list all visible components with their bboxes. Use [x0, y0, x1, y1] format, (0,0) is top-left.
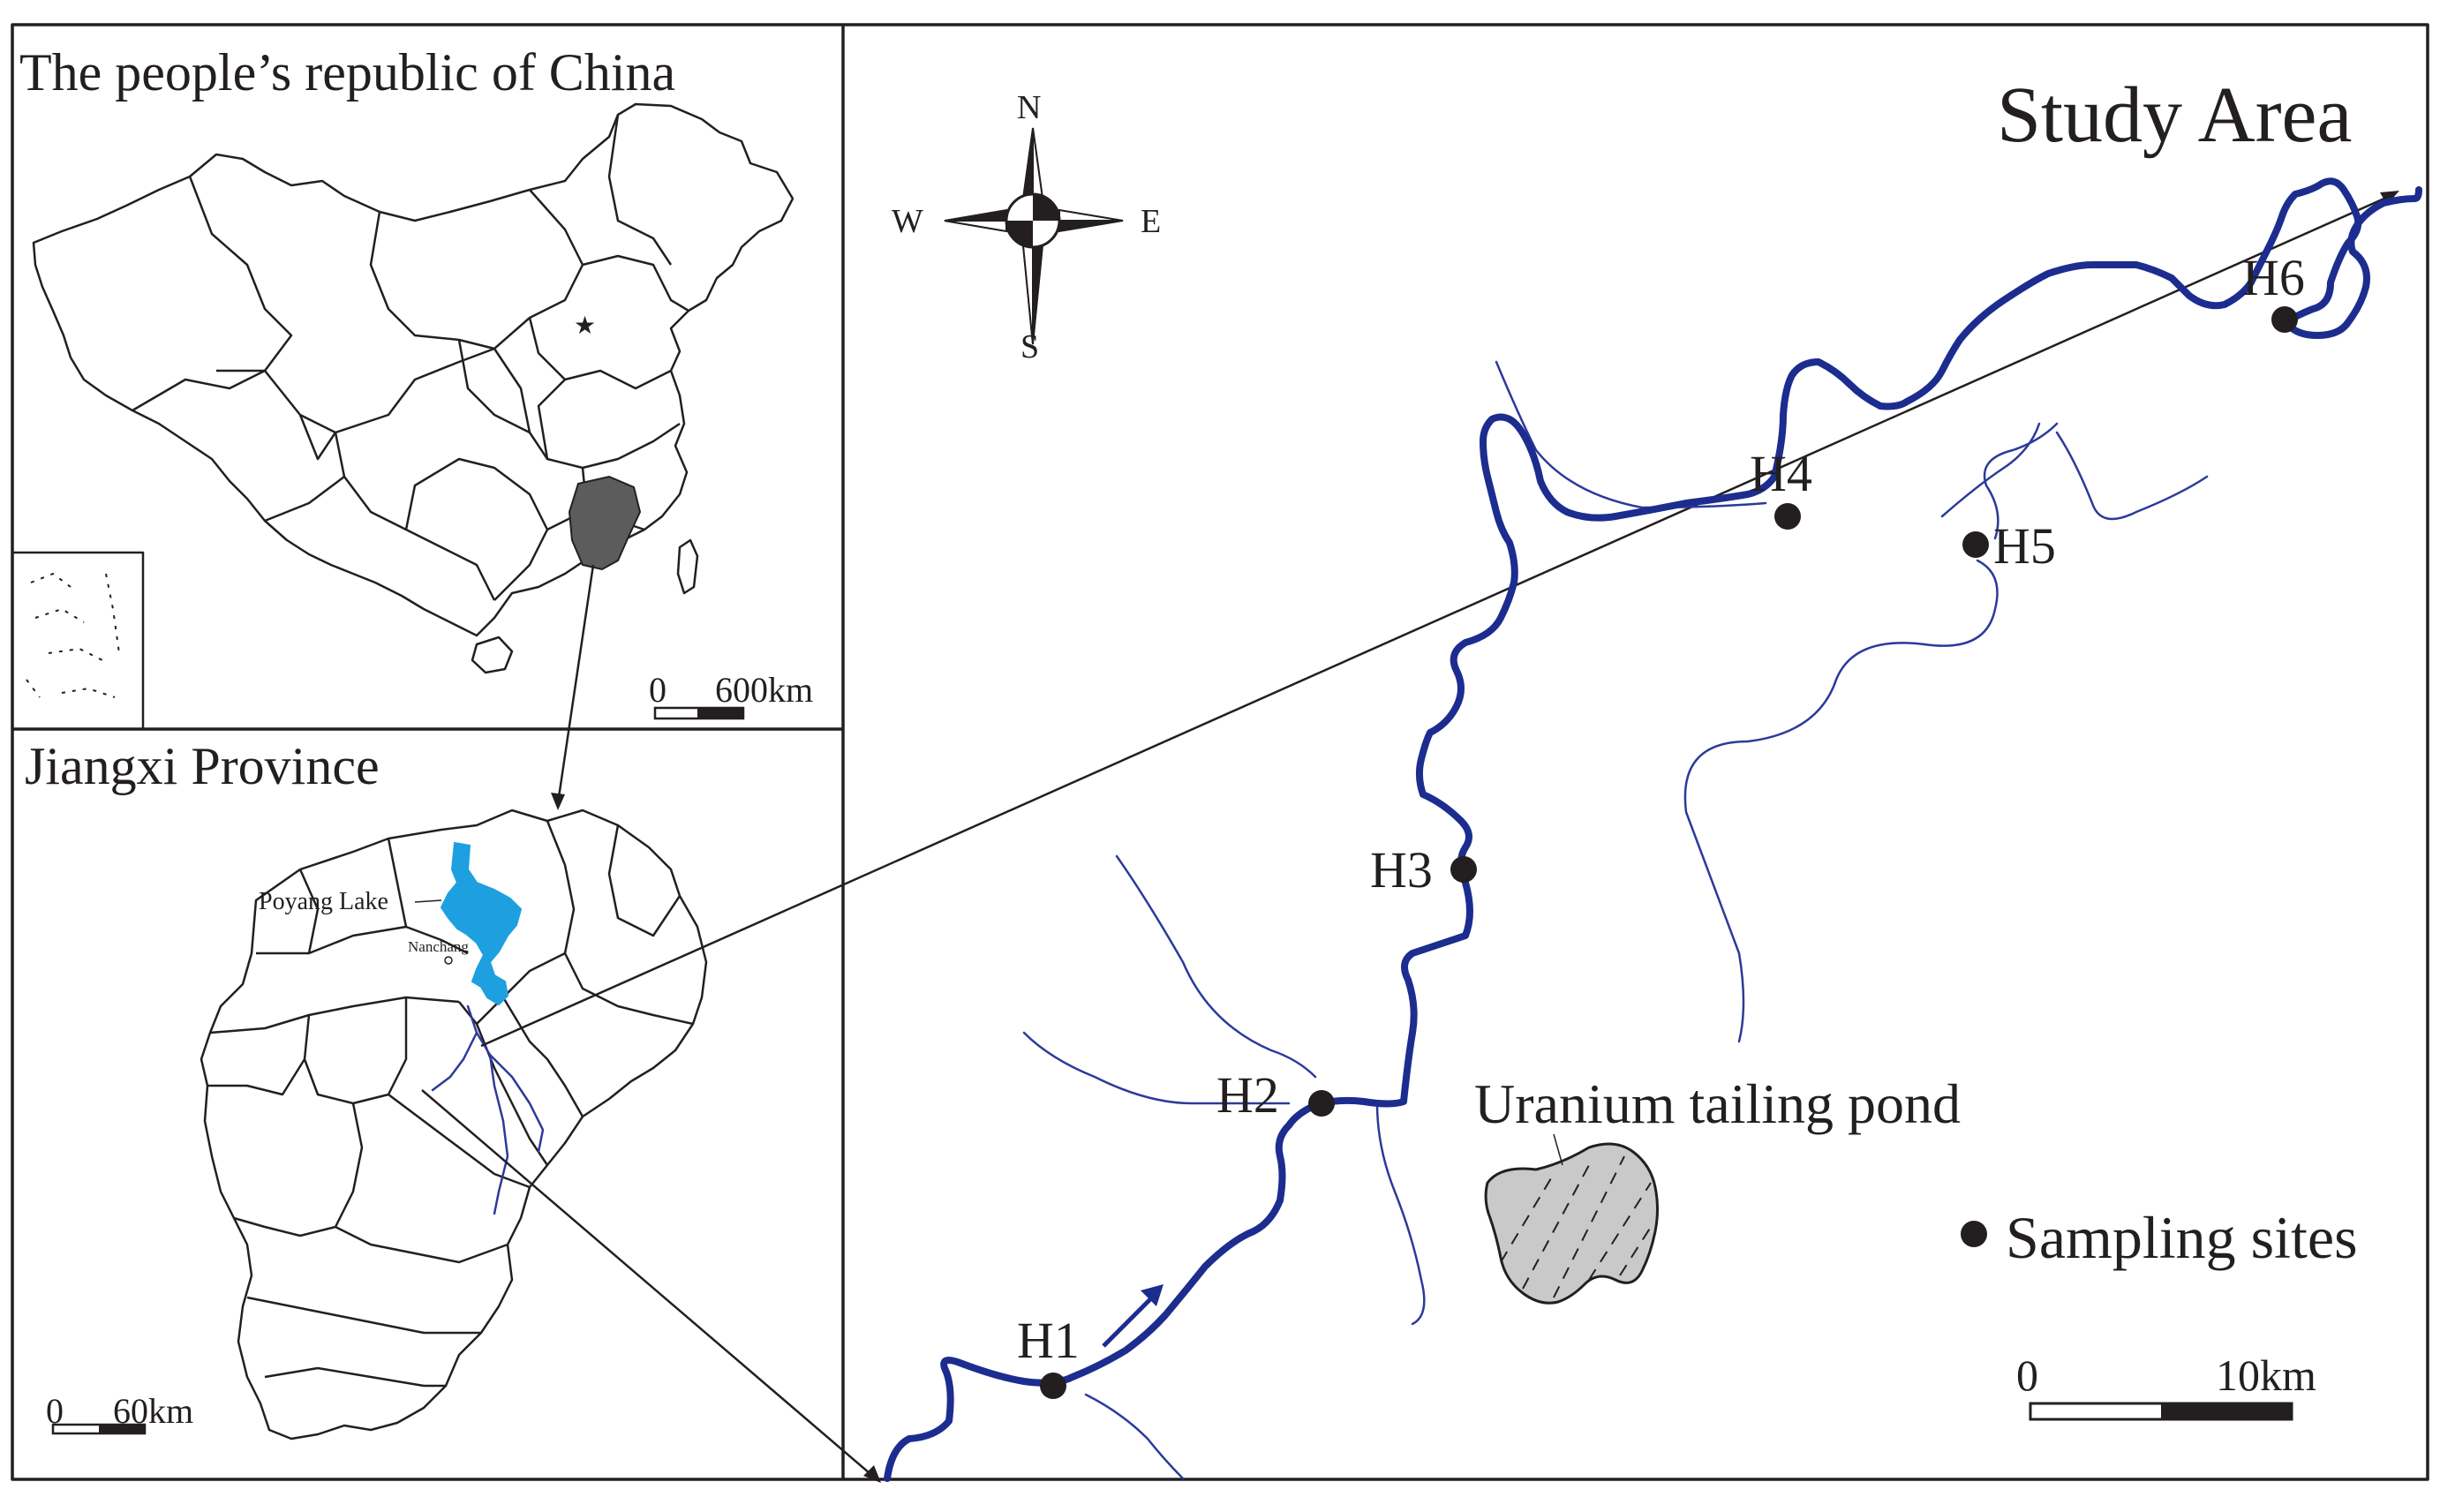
- pond-hatching: [1500, 1155, 1652, 1298]
- hainan-island: [471, 636, 514, 674]
- zoom-line-upper: [480, 192, 2395, 1048]
- compass-rose-icon: [944, 127, 1124, 345]
- legend: Sampling sites: [1961, 1204, 2358, 1271]
- china-panel-title: The people’s republic of China: [19, 43, 675, 102]
- china-scale-zero: 0: [649, 670, 666, 710]
- study-scale-end: 10km: [2216, 1350, 2316, 1400]
- legend-site-symbol: [1961, 1221, 1987, 1247]
- arrow-head: [551, 793, 565, 810]
- site-marker-h1: [1040, 1373, 1066, 1399]
- legend-sampling-sites: Sampling sites: [2006, 1204, 2358, 1271]
- poyang-lake: [440, 841, 523, 1006]
- compass-north-label: N: [1017, 89, 1041, 126]
- zoom-line-lower: [421, 1089, 877, 1479]
- site-marker-h4: [1774, 503, 1801, 530]
- uranium-tailing-pond: [1484, 1142, 1659, 1305]
- compass-east-label: E: [1141, 203, 1161, 240]
- site-label-h4: H4: [1750, 445, 1812, 502]
- site-label-h6: H6: [2242, 249, 2305, 306]
- pond-leader-line: [1553, 1133, 1563, 1166]
- jiangxi-outline: [200, 809, 708, 1441]
- study-area-title: Study Area: [1997, 71, 2352, 159]
- china-outline: [32, 102, 795, 637]
- lake-leader-line: [414, 899, 442, 903]
- compass-south-label: S: [1020, 328, 1039, 365]
- inset-islands: [26, 572, 120, 698]
- jiangxi-panel: Jiangxi Province Poyang Lake Nanchang: [25, 191, 2399, 1483]
- site-marker-h2: [1308, 1090, 1335, 1117]
- site-marker-h5: [1962, 531, 1989, 558]
- main-river: [884, 177, 2422, 1482]
- china-scale-bar: 0 600km: [649, 670, 813, 720]
- jiangxi-rivers: [431, 1004, 545, 1215]
- compass-west-label: W: [892, 203, 923, 240]
- taiwan-island: [676, 538, 699, 595]
- panel-frames: [11, 23, 2429, 1481]
- inset-frame: [11, 551, 145, 731]
- jiangxi-scale-bar: 0 60km: [46, 1391, 193, 1435]
- flow-arrow-head: [1141, 1284, 1164, 1306]
- zoom-arrow-upper: [2380, 191, 2399, 205]
- zoom-arrow-lower: [863, 1465, 881, 1483]
- jiangxi-panel-title: Jiangxi Province: [25, 737, 380, 795]
- study-panel: Study Area N S E W: [884, 71, 2422, 1482]
- site-label-h1: H1: [1017, 1312, 1080, 1369]
- tributaries: [1022, 360, 2209, 1480]
- nanchang-label: Nanchang: [408, 938, 469, 955]
- nanchang-marker: [444, 956, 453, 965]
- star-icon: ★: [574, 312, 596, 340]
- south-china-sea-inset: [11, 551, 145, 731]
- pond-label: Uranium tailing pond: [1474, 1072, 1961, 1135]
- site-label-h3: H3: [1370, 841, 1433, 899]
- china-scale-end: 600km: [715, 670, 813, 710]
- site-label-h2: H2: [1216, 1066, 1279, 1124]
- study-scale-bar: 0 10km: [2016, 1350, 2316, 1421]
- china-panel: The people’s republic of China: [11, 43, 813, 810]
- jiangxi-highlight: [568, 475, 642, 571]
- flow-direction-arrow: [1102, 1296, 1154, 1348]
- poyang-lake-label: Poyang Lake: [259, 888, 388, 915]
- site-marker-h6: [2271, 306, 2298, 333]
- study-scale-zero: 0: [2016, 1350, 2038, 1400]
- sampling-sites: H1 H2 H3 H4 H5 H6: [1017, 249, 2305, 1399]
- jiangxi-scale-zero: 0: [46, 1391, 64, 1431]
- site-marker-h3: [1450, 856, 1477, 883]
- site-label-h5: H5: [1993, 517, 2056, 575]
- china-to-jiangxi-arrow: [556, 564, 595, 804]
- outer-frame: [11, 23, 2429, 1481]
